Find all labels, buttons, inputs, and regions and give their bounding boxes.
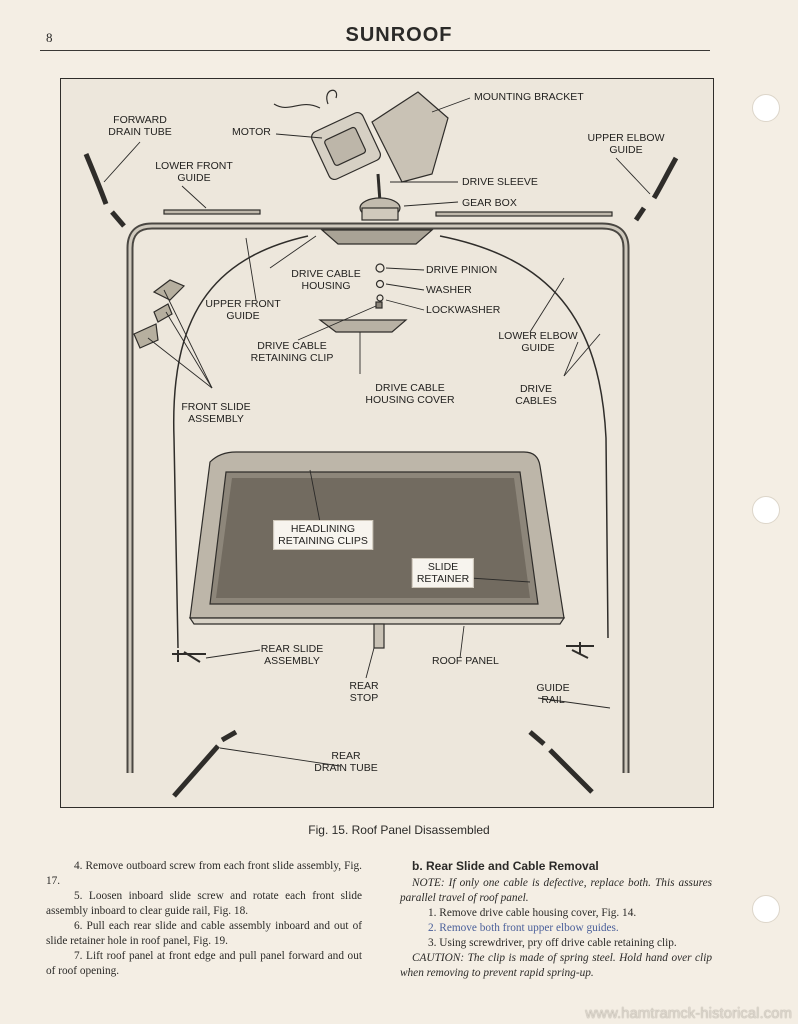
rear-slide-assembly-right — [566, 642, 594, 659]
front-slide-part — [152, 279, 186, 301]
rear-drain-tube-left — [172, 744, 220, 798]
step-paragraph: 4. Remove outboard screw from each front… — [46, 860, 362, 887]
page-number: 8 — [46, 30, 53, 45]
step-paragraph: 3. Using screwdriver, pry off drive cabl… — [428, 937, 677, 949]
label-motor: MOTOR — [232, 126, 271, 138]
page-title: SUNROOF — [345, 24, 453, 46]
label-gear-box: GEAR BOX — [462, 197, 517, 209]
section-heading: b. Rear Slide and Cable Removal — [412, 859, 599, 873]
drive-sleeve — [376, 173, 382, 203]
rear-slide-assembly-left — [172, 650, 206, 663]
label-lockwasher: LOCKWASHER — [426, 304, 501, 316]
label-roof-panel: ROOF PANEL — [432, 655, 499, 667]
lower-front-guide — [435, 211, 613, 217]
label-washer: WASHER — [426, 284, 472, 296]
front-slide-part — [133, 323, 159, 349]
site-watermark: www.hamtramck-historical.com — [585, 1005, 792, 1022]
rear-stop — [373, 623, 385, 649]
label-slide-retainer: SLIDE RETAINER — [411, 558, 475, 588]
punch-hole — [752, 895, 780, 923]
label-rear-stop: REAR STOP — [349, 680, 379, 704]
label-drive-cables: DRIVE CABLES — [515, 383, 557, 407]
label-upper-front-guide: UPPER FRONT GUIDE — [205, 298, 281, 322]
rear-drain-tube-right — [528, 730, 546, 746]
drive-cable-housing-cover — [318, 319, 408, 333]
label-drive-cable-housing: DRIVE CABLE HOUSING — [291, 268, 361, 292]
label-drive-cable-retaining-clip: DRIVE CABLE RETAINING CLIP — [250, 340, 334, 364]
mounting-bracket — [371, 91, 449, 183]
figure-caption: Fig. 15. Roof Panel Disassembled — [308, 823, 490, 837]
lower-front-guide — [163, 209, 261, 215]
step-paragraph-highlighted: 2. Remove both front upper elbow guides. — [428, 922, 619, 934]
right-column: b. Rear Slide and Cable Removal NOTE: If… — [400, 859, 712, 981]
drive-cable-right — [439, 235, 609, 639]
left-column: 4. Remove outboard screw from each front… — [46, 859, 362, 979]
step-paragraph: 1. Remove drive cable housing cover, Fig… — [428, 907, 637, 919]
forward-drain-tube-left — [83, 153, 109, 205]
step-paragraph: 5. Loosen inboard slide screw and rotate… — [46, 890, 362, 917]
roof-panel — [188, 451, 566, 625]
label-mounting-bracket: MOUNTING BRACKET — [474, 91, 584, 103]
header-rule — [40, 50, 710, 51]
forward-drain-tube-right — [651, 156, 679, 200]
step-paragraph: 6. Pull each rear slide and cable assemb… — [46, 920, 362, 947]
label-drive-cable-housing-cover: DRIVE CABLE HOUSING COVER — [365, 382, 455, 406]
label-drive-pinion: DRIVE PINION — [426, 264, 498, 276]
label-rear-slide-assembly: REAR SLIDE ASSEMBLY — [260, 643, 324, 667]
note-text: NOTE: If only one cable is defective, re… — [400, 877, 712, 904]
label-drive-sleeve: DRIVE SLEEVE — [462, 176, 538, 188]
roof-panel-diagram — [83, 89, 679, 798]
label-lower-front-guide: LOWER FRONT GUIDE — [155, 160, 233, 184]
label-guide-rail: GUIDE RAIL — [536, 682, 570, 706]
step-paragraph: 7. Lift roof panel at front edge and pul… — [46, 950, 362, 977]
front-slide-part — [153, 303, 173, 323]
motor — [273, 89, 381, 181]
punch-hole — [752, 496, 780, 524]
drive-cable-left — [172, 235, 309, 649]
label-forward-drain-tube: FORWARD DRAIN TUBE — [108, 114, 172, 138]
label-upper-elbow-guide: UPPER ELBOW GUIDE — [587, 132, 665, 156]
label-headlining-retaining-clips: HEADLINING RETAINING CLIPS — [273, 520, 373, 550]
label-lower-elbow-guide: LOWER ELBOW GUIDE — [498, 330, 578, 354]
drive-cable-housing-plate — [320, 229, 434, 245]
caution-text: CAUTION: The clip is made of spring stee… — [400, 952, 712, 979]
punch-hole — [752, 94, 780, 122]
label-rear-drain-tube: REAR DRAIN TUBE — [314, 750, 378, 774]
label-front-slide-assembly: FRONT SLIDE ASSEMBLY — [181, 401, 251, 425]
